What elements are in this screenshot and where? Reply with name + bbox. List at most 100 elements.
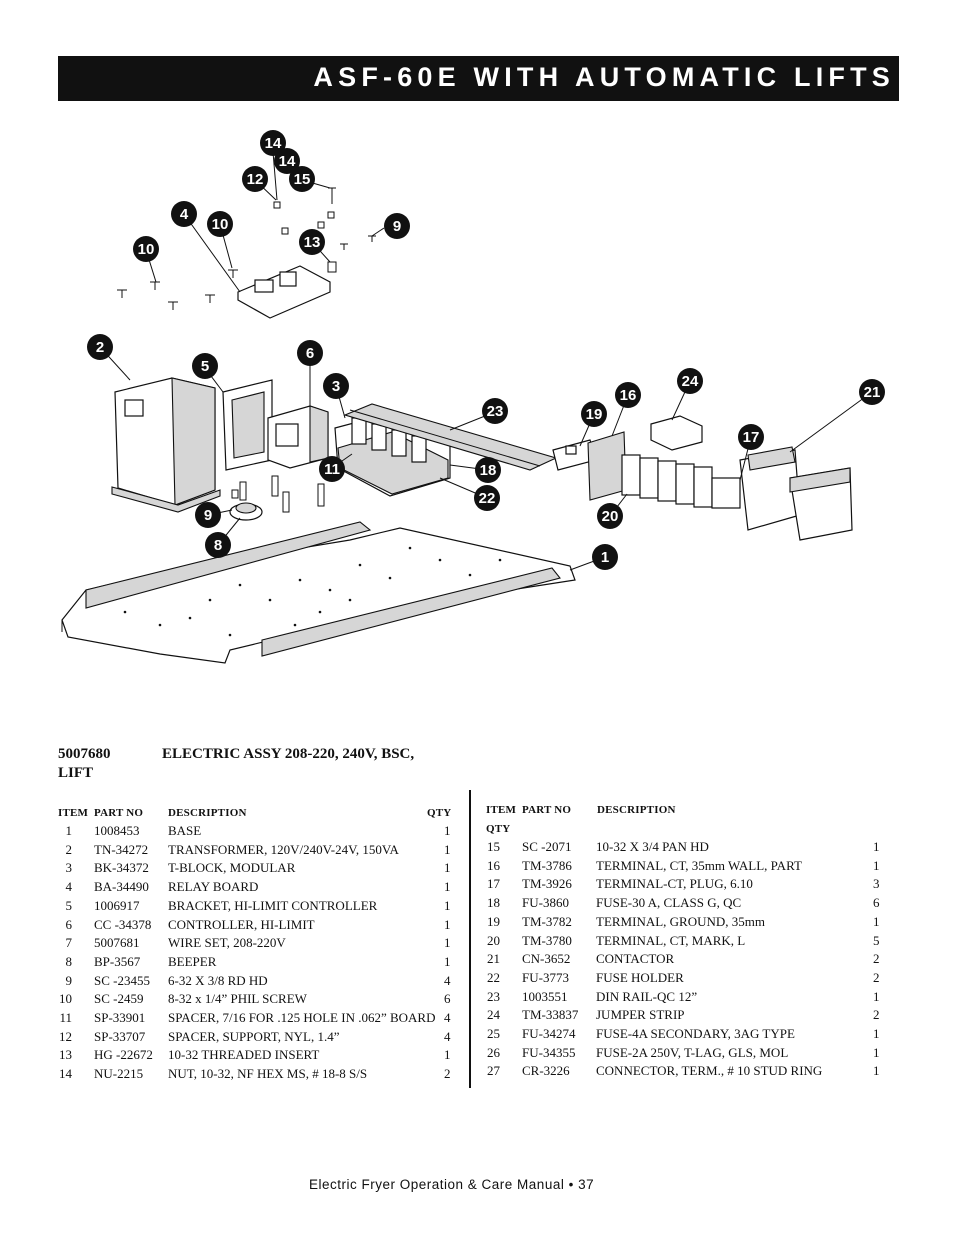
callout: 9 [384, 213, 410, 239]
part-description: T-BLOCK, MODULAR [168, 860, 296, 876]
callout: 18 [475, 457, 501, 483]
header-item: ITEM [58, 807, 89, 819]
callout: 20 [597, 503, 623, 529]
callout: 6 [297, 340, 323, 366]
callout: 3 [323, 373, 349, 399]
item-number: 6 [65, 916, 73, 932]
item-number: 12 [59, 1028, 72, 1044]
part-description: JUMPER STRIP [596, 1007, 685, 1023]
part-number: 1008453 [94, 823, 140, 838]
item-number: 17 [487, 876, 500, 892]
part-number: FU-34274 [522, 1026, 576, 1041]
part-number: SC -23455 [94, 972, 150, 988]
item-number: 13 [59, 1047, 72, 1063]
terminal-wall [587, 431, 627, 501]
part-description: 10-32 X 3/4 PAN HD [596, 839, 709, 854]
part-description: SPACER, 7/16 FOR .125 HOLE IN .062” BOAR… [168, 1010, 436, 1025]
part-description: TRANSFORMER, 120V/240V-24V, 150VA [168, 841, 399, 857]
callout: 11 [319, 456, 345, 482]
assembly-description-cont: LIFT [58, 765, 94, 781]
terminal-stack [621, 454, 741, 509]
header-part-no: PART NO [94, 807, 144, 819]
part-quantity: 1 [873, 1044, 880, 1060]
item-number: 7 [65, 935, 73, 951]
callout: 9 [195, 502, 221, 528]
callout: 19 [581, 401, 607, 427]
part-quantity: 6 [444, 991, 451, 1007]
svg-text:20: 20 [602, 508, 619, 525]
svg-text:1: 1 [601, 549, 609, 566]
table-header: ITEM PART NO DESCRIPTION [486, 804, 886, 822]
part-number: BP-3567 [94, 953, 141, 969]
part-quantity: 2 [873, 951, 880, 967]
svg-text:11: 11 [324, 461, 340, 478]
part-description: CONNECTOR, TERM., # 10 STUD RING [596, 1063, 823, 1079]
part-description: CONTACTOR [596, 951, 675, 967]
part-number: SP-33901 [94, 1010, 146, 1025]
part-quantity: 6 [873, 895, 880, 911]
svg-text:19: 19 [586, 406, 603, 423]
svg-text:9: 9 [204, 507, 212, 524]
callout: 4 [171, 201, 197, 227]
part-number: CN-3652 [522, 951, 571, 967]
transformer [111, 377, 221, 513]
part-number: BK-34372 [94, 860, 149, 876]
header-item: ITEM [486, 804, 517, 816]
part-description: NUT, 10-32, NF HEX MS, # 18-8 S/S [168, 1066, 368, 1082]
callout: 23 [482, 398, 508, 424]
item-number: 18 [487, 895, 500, 911]
part-number: TM-33837 [522, 1007, 579, 1023]
item-number: 15 [487, 839, 500, 854]
bracket-hi-limit [222, 379, 273, 471]
contactors [739, 446, 853, 541]
part-number: FU-3860 [522, 895, 569, 911]
item-number: 8 [65, 953, 73, 969]
assembly-description: ELECTRIC ASSY 208-220, 240V, BSC, [162, 746, 415, 762]
part-quantity: 1 [444, 841, 451, 857]
part-quantity: 1 [444, 860, 451, 876]
hardware-fasteners [117, 187, 376, 513]
part-number: FU-3773 [522, 969, 569, 985]
part-quantity: 4 [444, 1028, 451, 1044]
column-divider [469, 790, 471, 1088]
svg-text:8: 8 [214, 537, 222, 554]
item-number: 20 [487, 932, 500, 948]
svg-text:3: 3 [332, 378, 340, 395]
part-number: TM-3782 [522, 913, 572, 929]
item-number: 11 [59, 1010, 72, 1025]
part-quantity: 1 [444, 823, 451, 838]
svg-text:18: 18 [480, 462, 497, 479]
svg-text:21: 21 [864, 384, 881, 401]
callout: 12 [242, 166, 268, 192]
part-quantity: 1 [873, 1063, 880, 1079]
item-number: 5 [65, 897, 73, 913]
part-number: 1006917 [94, 897, 140, 913]
part-description: FUSE-2A 250V, T-LAG, GLS, MOL [596, 1044, 789, 1060]
callout: 17 [738, 424, 764, 450]
callout: 8 [205, 532, 231, 558]
part-number: TM-3786 [522, 857, 572, 873]
item-number: 10 [59, 991, 72, 1007]
item-number: 25 [487, 1026, 500, 1041]
exploded-parts-diagram: 14 14 12 15 4 10 9 10 13 2 5 6 3 23 11 1… [61, 130, 885, 664]
item-number: 27 [487, 1063, 500, 1079]
svg-text:14: 14 [265, 135, 282, 152]
part-quantity: 1 [873, 913, 880, 929]
part-quantity: 1 [444, 897, 451, 913]
svg-text:13: 13 [304, 234, 321, 251]
part-description: FUSE-30 A, CLASS G, QC [596, 895, 742, 911]
svg-text:23: 23 [487, 403, 504, 420]
beeper [229, 502, 263, 521]
table-row: 11 SP-33901 SPACER, 7/16 FOR .125 HOLE IN … [58, 1010, 458, 1028]
part-quantity: 2 [444, 1066, 451, 1082]
